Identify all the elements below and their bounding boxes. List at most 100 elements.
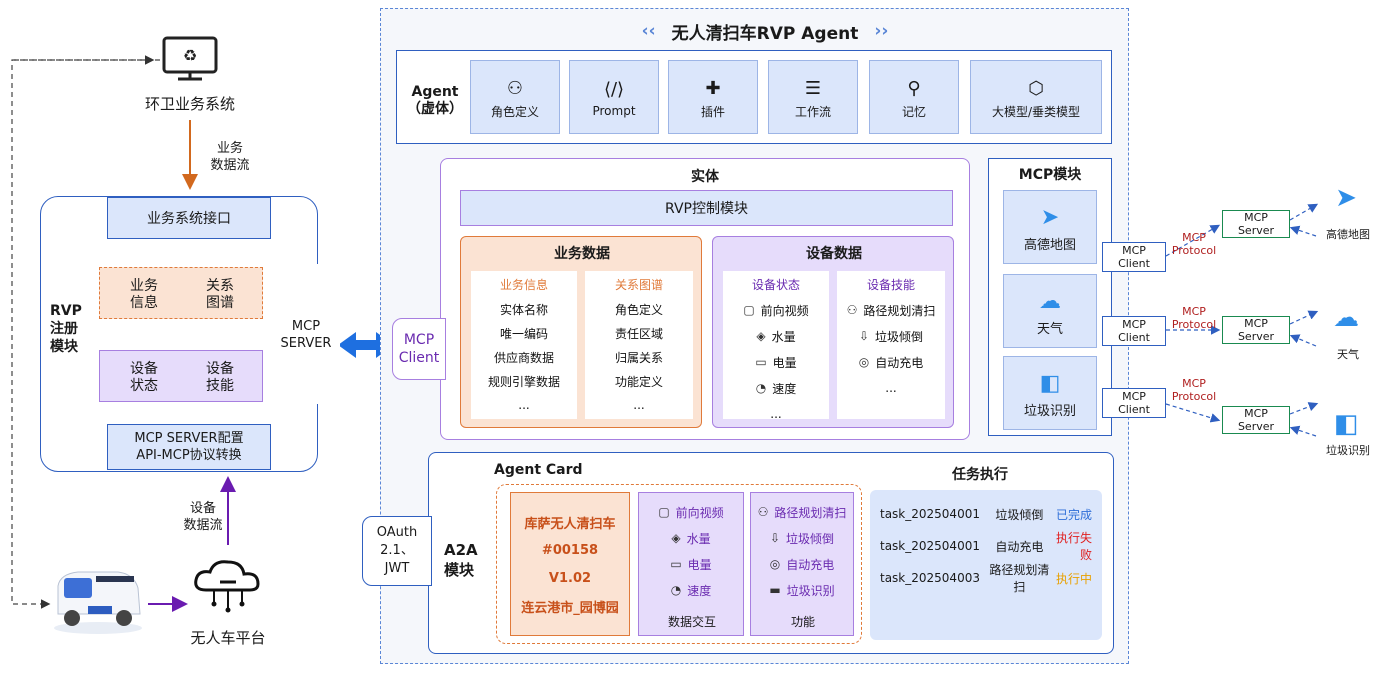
external-label: 天气 <box>1337 348 1359 361</box>
list-item: 供应商数据 <box>493 350 554 365</box>
device-data-title: 设备数据 <box>806 246 862 262</box>
icon-list-item: ▢前向视频 <box>639 499 743 525</box>
plugin-icon: ✚ <box>705 77 721 99</box>
memory-icon: ⚲ <box>907 77 921 99</box>
mcp-server-box: MCP Server <box>1222 210 1290 238</box>
item-icon: ▬ <box>769 583 781 597</box>
weather-icon-external: ☁ <box>1333 303 1359 333</box>
item-icon: ◔ <box>755 381 767 395</box>
item-label: 电量 <box>687 557 712 572</box>
item-icon: ⚇ <box>757 505 769 519</box>
svg-text:♻: ♻ <box>183 46 197 65</box>
item-icon: ◈ <box>671 531 681 545</box>
icon-list-item: ⚇路径规划清扫 <box>751 499 853 525</box>
feature-2: ✚插件 <box>668 60 758 134</box>
item-icon: ⇩ <box>858 329 870 343</box>
virtual-agent-label: Agent （虚体） <box>407 84 463 117</box>
vehicle-line: #00158 <box>541 542 599 558</box>
interaction-label: 数据交互 <box>667 614 716 629</box>
vehicle-line: V1.02 <box>548 570 592 586</box>
feature-5: ⬡大模型/垂类模型 <box>970 60 1102 134</box>
item-label: 水量 <box>771 329 796 344</box>
relation-title: 关系图谱 <box>614 277 663 292</box>
agent-title: ‹‹ 无人清扫车RVP Agent ›› <box>640 18 890 44</box>
module-gap <box>300 264 340 404</box>
device-status-list: ▢前向视频◈水量▭电量◔速度... <box>723 297 829 427</box>
task-status: 执行失败 <box>1055 531 1092 562</box>
mcp-item-label: 高德地图 <box>1023 237 1076 253</box>
item-label: ... <box>885 381 897 395</box>
oauth-box: OAuth 2.1、 JWT <box>362 516 432 586</box>
a2a-module-label: A2A 模块 <box>444 541 478 579</box>
item-label: 路径规划清扫 <box>863 303 936 318</box>
amap-icon-external: ➤ <box>1335 183 1357 213</box>
item-label: ... <box>770 407 782 421</box>
feature-label: 工作流 <box>794 104 831 119</box>
feature-label: 记忆 <box>901 104 926 119</box>
item-icon: ⇩ <box>769 531 781 545</box>
item-icon: ◔ <box>670 583 682 597</box>
icon-list-item: ◎自动充电 <box>837 349 945 375</box>
list-item: 规则引擎数据 <box>487 374 560 389</box>
icon-list-item: ▭ 电量 <box>639 551 743 577</box>
feature-4: ⚲ 记忆 <box>869 60 959 134</box>
task-id: task_202504001 <box>880 507 980 521</box>
device-skill-panel: 设备技能 ⚇路径规划清扫⇩垃圾倾倒◎自动充电... <box>837 271 945 419</box>
cloud-platform-icon <box>188 556 268 614</box>
device-skill-title: 设备技能 <box>866 277 915 292</box>
mcp-protocol-label: MCP Protocol <box>1171 305 1217 331</box>
rvp-module-label: RVP 注册 模块 <box>50 303 82 355</box>
feature-list: ⚇角色定义⟨/⟩Prompt✚插件☰工作流⚲记忆⬡大模型/垂类模型 <box>470 60 1110 134</box>
icon-list-item: ◈水量 <box>723 323 829 349</box>
mcp-client-box: MCP Client <box>1102 316 1166 346</box>
device-data-box: 设备数据 设备状态 ▢前向视频◈水量▭电量◔速度... 设备技能 ⚇路径规划清扫… <box>712 236 954 428</box>
weather-icon: ☁ <box>1039 288 1061 314</box>
mcp-client-box: MCP Client <box>1102 242 1166 272</box>
function-list: ⚇路径规划清扫⇩垃圾倾倒◎自动充电▬垃圾识别... <box>751 493 853 629</box>
icon-list-item: ... <box>723 401 829 427</box>
sanitation-system-label: 环卫业务系统 <box>144 94 235 113</box>
feature-label: 角色定义 <box>490 104 539 119</box>
icon-list-item: ◔速度 <box>639 577 743 603</box>
item-label: ... <box>796 609 808 623</box>
item-icon: ▭ <box>670 557 682 571</box>
icon-list-item: ... <box>837 375 945 401</box>
icon-list-item: ⇩垃圾倾倒 <box>751 525 853 551</box>
mcp-config-box: MCP SERVER配置 API-MCP协议转换 <box>107 424 271 470</box>
list-item: 归属关系 <box>614 350 663 365</box>
biz-info-title: 业务信息 <box>499 277 548 292</box>
icon-list-item: ⇩垃圾倾倒 <box>837 323 945 349</box>
device-status-title: 设备状态 <box>751 277 800 292</box>
icon-list-item: ⚇路径规划清扫 <box>837 297 945 323</box>
list-item: 功能定义 <box>614 374 663 389</box>
biz-interface-box: 业务系统接口 <box>107 197 271 239</box>
model-icon: ⬡ <box>1028 77 1044 99</box>
interaction-card: ▢前向视频◈水量▭电量◔速度 数据交互 <box>638 492 744 636</box>
function-card: ⚇路径规划清扫⇩垃圾倾倒◎自动充电▬垃圾识别... 功能 <box>750 492 854 636</box>
camera-icon-external: ◧ <box>1333 409 1359 439</box>
item-icon: ▭ <box>755 355 767 369</box>
agent-card-title: Agent Card <box>494 462 583 478</box>
relation-panel: 关系图谱 角色定义责任区域归属关系功能定义... <box>585 271 693 419</box>
item-icon: ▢ <box>743 303 755 317</box>
item-label: 前向视频 <box>760 303 809 318</box>
list-item: ... <box>518 398 530 412</box>
relation-graph-text: 关系 图谱 <box>206 278 234 311</box>
relation-list: 角色定义责任区域归属关系功能定义... <box>585 297 693 417</box>
biz-info-list: 实体名称唯一编码供应商数据规则引擎数据... <box>471 297 577 417</box>
rvp-control-box: RVP控制模块 <box>460 190 953 226</box>
mcp-server-label: MCP SERVER <box>280 319 332 351</box>
list-item: 实体名称 <box>499 302 548 317</box>
task-status: 执行中 <box>1055 571 1092 586</box>
feature-1: ⟨/⟩Prompt <box>569 60 659 134</box>
feature-3: ☰工作流 <box>768 60 858 134</box>
icon-list-item: ... <box>751 603 853 629</box>
device-skill-text: 设备 技能 <box>206 361 234 394</box>
mcp-item-label: 垃圾识别 <box>1023 403 1076 419</box>
list-item: ... <box>633 398 645 412</box>
mcp-protocol-label: MCP Protocol <box>1171 231 1217 257</box>
